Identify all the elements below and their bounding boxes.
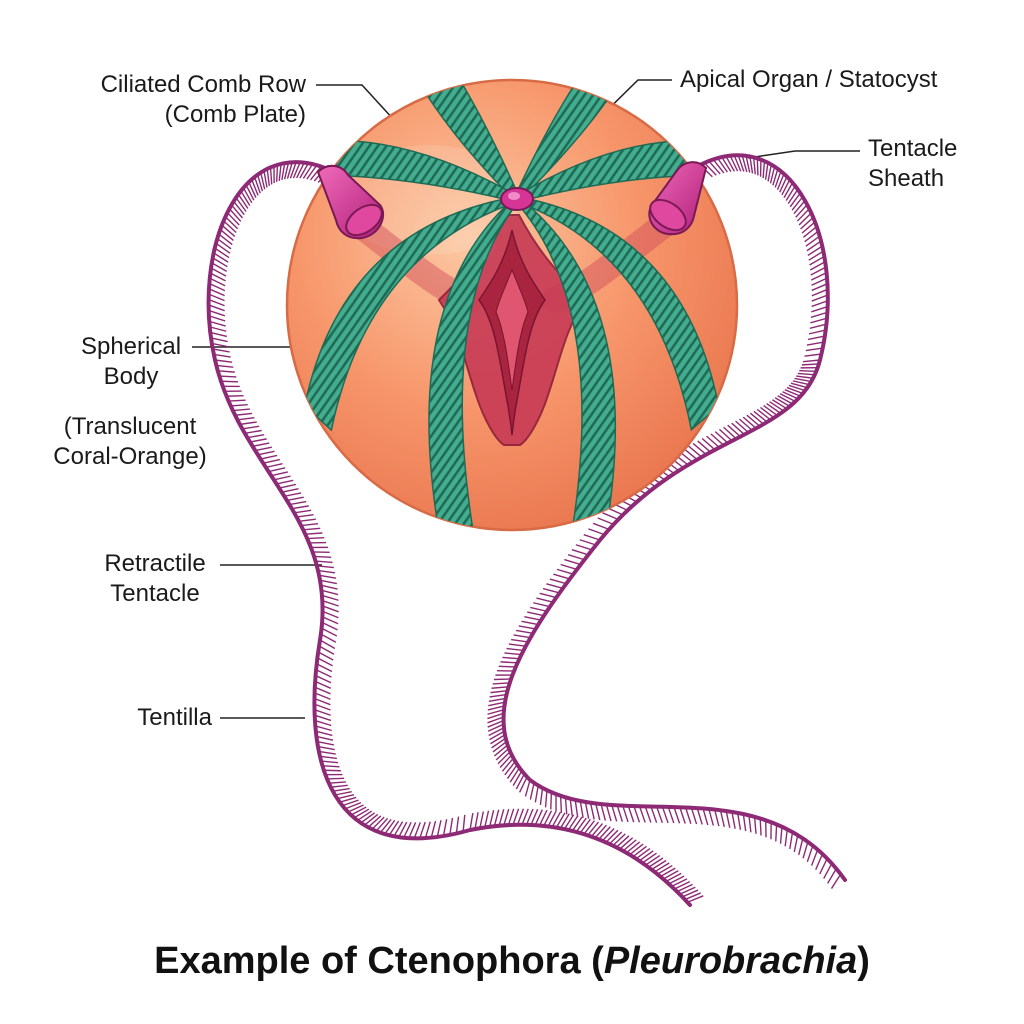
tentacle-sheath-left	[316, 164, 385, 240]
label-comb-row-line2: (Comb Plate)	[164, 101, 306, 128]
label-retractile-tentacle-line2: Tentacle	[110, 580, 200, 607]
label-comb-row-line1: Ciliated Comb Row	[100, 71, 306, 98]
label-apical-organ-line1: Apical Organ / Statocyst	[680, 66, 938, 93]
apical-organ	[500, 187, 534, 211]
label-translucent: (Translucent Coral-Orange)	[30, 412, 230, 472]
comb-row-5	[303, 196, 521, 432]
comb-rows	[303, 80, 720, 530]
label-tentacle-sheath-line1: Tentacle	[868, 135, 958, 162]
tentacle-sheath-right	[648, 161, 708, 236]
leader-sheath	[747, 150, 860, 159]
label-tentilla-line1: Tentilla	[137, 704, 212, 731]
label-retractile-tentacle-line1: Retractile	[104, 550, 206, 577]
label-apical-organ: Apical Organ / Statocyst	[680, 65, 937, 95]
diagram-title: Example of Ctenophora (Pleurobrachia)	[0, 940, 1024, 983]
comb-row-2	[513, 80, 614, 202]
tentacle-right-strand	[501, 153, 847, 882]
label-translucent-line2: Coral-Orange)	[53, 443, 207, 470]
label-translucent-line1: (Translucent	[63, 413, 197, 440]
tentacle-left-strand	[206, 160, 692, 907]
label-tentilla: Tentilla	[60, 703, 212, 733]
label-spherical-body: Spherical Body	[56, 332, 206, 392]
title-suffix: )	[857, 940, 870, 982]
tentacle-sheaths	[316, 161, 708, 240]
label-comb-row: Ciliated Comb Row (Comb Plate)	[40, 70, 306, 130]
label-retractile-tentacle: Retractile Tentacle	[80, 549, 230, 609]
label-spherical-body-line1: Spherical	[80, 333, 182, 360]
label-tentacle-sheath-line2: Sheath	[868, 165, 945, 192]
label-spherical-body-line2: Body	[103, 363, 159, 390]
label-tentacle-sheath: Tentacle Sheath	[868, 134, 957, 194]
title-italic: Pleurobrachia	[603, 940, 858, 982]
title-prefix: Example of Ctenophora (	[154, 940, 604, 982]
